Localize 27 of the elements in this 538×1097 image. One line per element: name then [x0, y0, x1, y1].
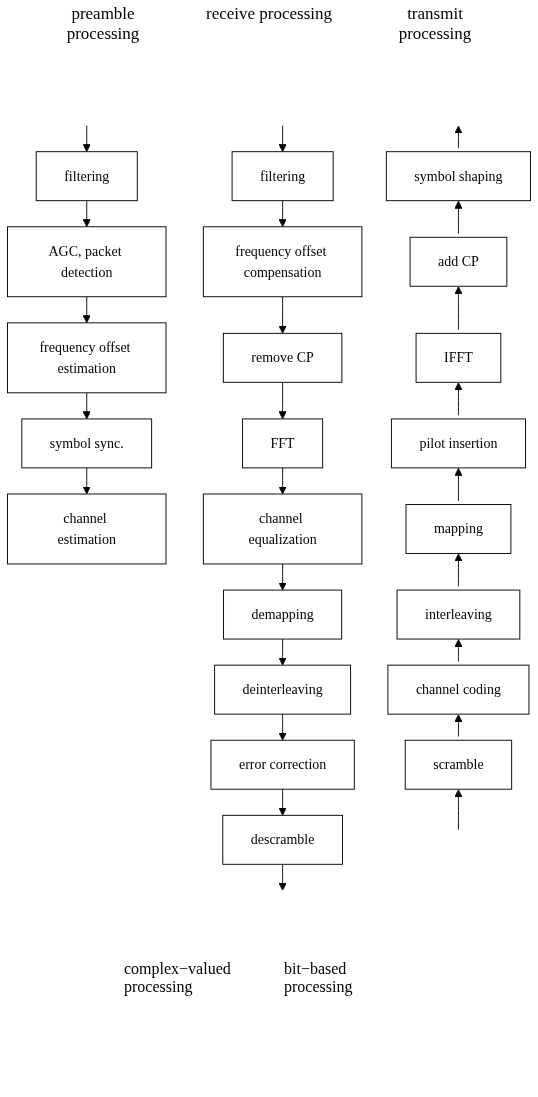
- node-box: error correction: [210, 739, 355, 790]
- section-label: complex−valued processing: [124, 960, 232, 996]
- node-box: channel estimation: [7, 493, 167, 565]
- node-box: channel equalization: [202, 493, 363, 565]
- section-label: bit−based processing: [284, 960, 354, 996]
- column-heading: receive processing: [205, 4, 333, 25]
- node-box: filtering: [231, 151, 334, 202]
- column-heading: transmit processing: [397, 4, 473, 44]
- node-box: frequency offset estimation: [7, 322, 167, 394]
- node-box: demapping: [223, 589, 343, 640]
- node-box: symbol sync.: [21, 418, 153, 469]
- node-box: AGC, packet detection: [7, 226, 167, 298]
- node-box: scramble: [404, 739, 513, 790]
- node-box: add CP: [409, 236, 508, 287]
- column-heading: preamble processing: [65, 4, 141, 44]
- node-box: symbol shaping: [385, 151, 531, 202]
- node-box: channel coding: [387, 664, 530, 715]
- node-box: frequency offset compensation: [202, 226, 363, 298]
- node-box: IFFT: [415, 332, 502, 383]
- node-box: mapping: [405, 504, 512, 554]
- node-box: deinterleaving: [214, 664, 352, 715]
- node-box: remove CP: [222, 332, 343, 383]
- node-box: pilot insertion: [390, 418, 526, 469]
- node-box: filtering: [35, 151, 138, 202]
- node-box: interleaving: [396, 589, 521, 640]
- node-box: descramble: [222, 814, 343, 865]
- node-box: FFT: [242, 418, 324, 469]
